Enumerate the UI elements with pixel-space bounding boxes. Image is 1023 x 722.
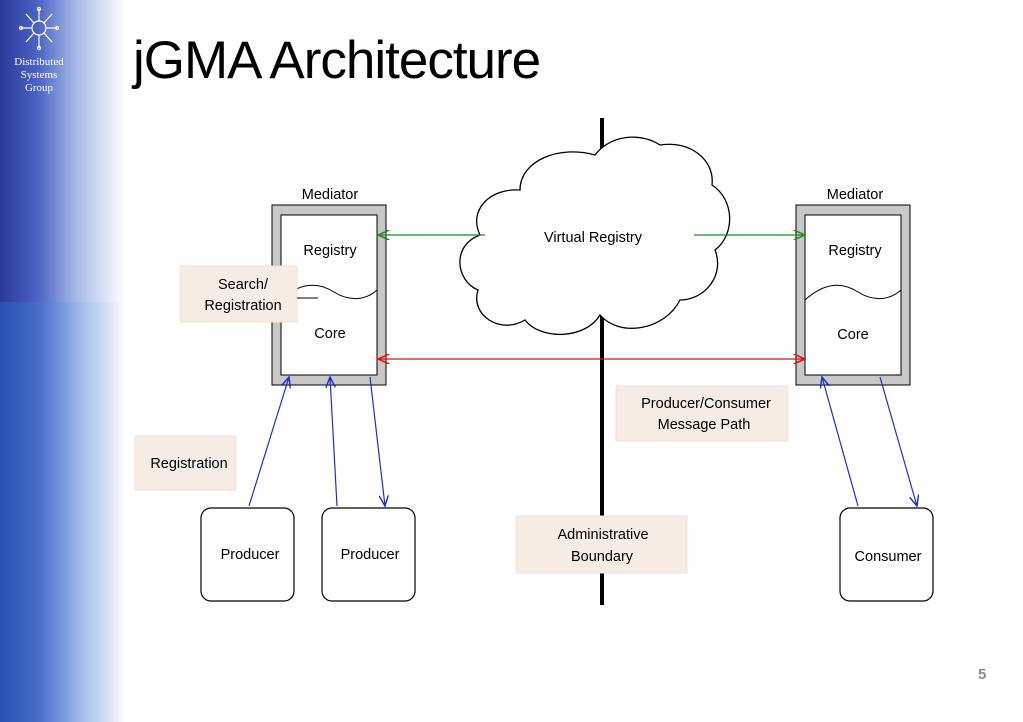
registration-note-label: Registration (150, 456, 227, 472)
producer-1-box (200, 507, 295, 602)
network-star-icon (18, 6, 60, 51)
boundary-note-line1: Administrative (557, 527, 648, 543)
producer-2-label: Producer (341, 547, 400, 563)
sidebar-background: Distributed Systems Group (0, 0, 125, 722)
right-mediator-wave (804, 284, 902, 301)
consumer-label: Consumer (855, 549, 922, 565)
logo-line-systems: Systems (20, 69, 58, 81)
sidebar-gradient (0, 302, 125, 722)
consumer-down-link (879, 376, 917, 506)
right-core-label: Core (837, 327, 868, 343)
search-registration-note (179, 265, 298, 323)
producer-2-up-link (330, 377, 338, 507)
right-mediator-title: Mediator (827, 187, 884, 203)
producer-1-registration-link (248, 377, 289, 507)
search-note-line2: Registration (204, 298, 281, 314)
logo-line-distributed: Distributed (14, 56, 64, 68)
virtual-registry-label: Virtual Registry (544, 230, 643, 246)
logo-line-group: Group (24, 82, 54, 94)
right-registry-label: Registry (828, 243, 882, 259)
group-logo-text: Distributed Systems Group (0, 56, 78, 95)
page-number: 5 (978, 666, 987, 683)
boundary-note-line2: Boundary (571, 549, 634, 565)
slide-title: jGMA Architecture (133, 31, 541, 90)
boundary-note (515, 515, 688, 574)
message-path-note (615, 385, 789, 442)
virtual-registry-cloud (459, 136, 731, 336)
producer-2-box (321, 507, 416, 602)
left-registry-label: Registry (303, 243, 357, 259)
producer-1-label: Producer (221, 547, 280, 563)
search-note-line1: Search/ (218, 277, 269, 293)
left-core-label: Core (314, 326, 345, 342)
right-mediator-inner (804, 214, 902, 376)
producer-2-down-link (369, 376, 385, 506)
left-mediator-title: Mediator (302, 187, 359, 203)
message-note-line2: Message Path (658, 417, 751, 433)
consumer-up-link (822, 377, 859, 507)
message-note-line1: Producer/Consumer (641, 396, 771, 412)
registration-note (134, 435, 237, 491)
consumer-box (839, 507, 934, 602)
